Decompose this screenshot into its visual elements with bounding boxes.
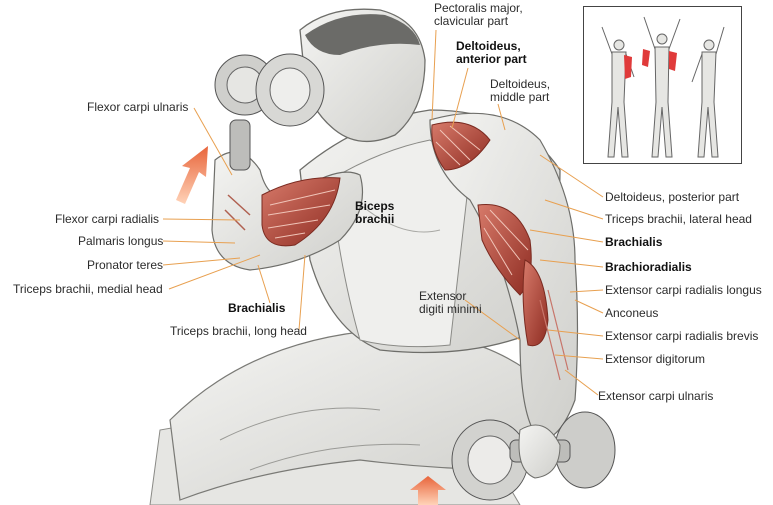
label-brachialis-right: Brachialis [605,235,663,249]
label-deltoideus-anterior: Deltoideus,anterior part [456,39,527,66]
inset-figures-panel [583,6,742,164]
movement-arrow-icon [410,476,446,505]
label-triceps-long-head: Triceps brachii, long head [170,324,307,338]
label-pronator-teres: Pronator teres [87,258,164,272]
label-extensor-carpi-radialis-longus: Extensor carpi radialis longus [605,283,762,297]
leader-lines [162,29,604,396]
right-dumbbell [451,411,616,501]
label-palmaris-longus: Palmaris longus [78,234,164,248]
label-deltoideus-posterior: Deltoideus, posterior part [605,190,740,204]
label-extensor-carpi-ulnaris: Extensor carpi ulnaris [598,389,714,403]
label-triceps-lateral-head: Triceps brachii, lateral head [605,212,752,226]
movement-arrow-icon [176,146,208,204]
label-deltoideus-middle: Deltoideus,middle part [490,77,551,104]
left-dumbbell [214,53,325,171]
label-brachioradialis: Brachioradialis [605,260,692,274]
label-extensor-digitorum: Extensor digitorum [605,352,706,366]
label-brachialis-left: Brachialis [228,301,286,315]
label-flexor-carpi-radialis: Flexor carpi radialis [55,212,160,226]
left-arm [211,151,364,271]
right-arm [429,112,579,441]
label-extensor-carpi-radialis-brevis: Extensor carpi radialis brevis [605,329,759,343]
label-pectoralis-major: Pectoralis major,clavicular part [434,1,523,28]
head [299,8,426,143]
human-figure-icon [601,16,725,158]
label-anconeus: Anconeus [605,306,659,320]
label-triceps-medial-head: Triceps brachii, medial head [13,282,163,296]
label-flexor-carpi-ulnaris: Flexor carpi ulnaris [87,100,189,114]
